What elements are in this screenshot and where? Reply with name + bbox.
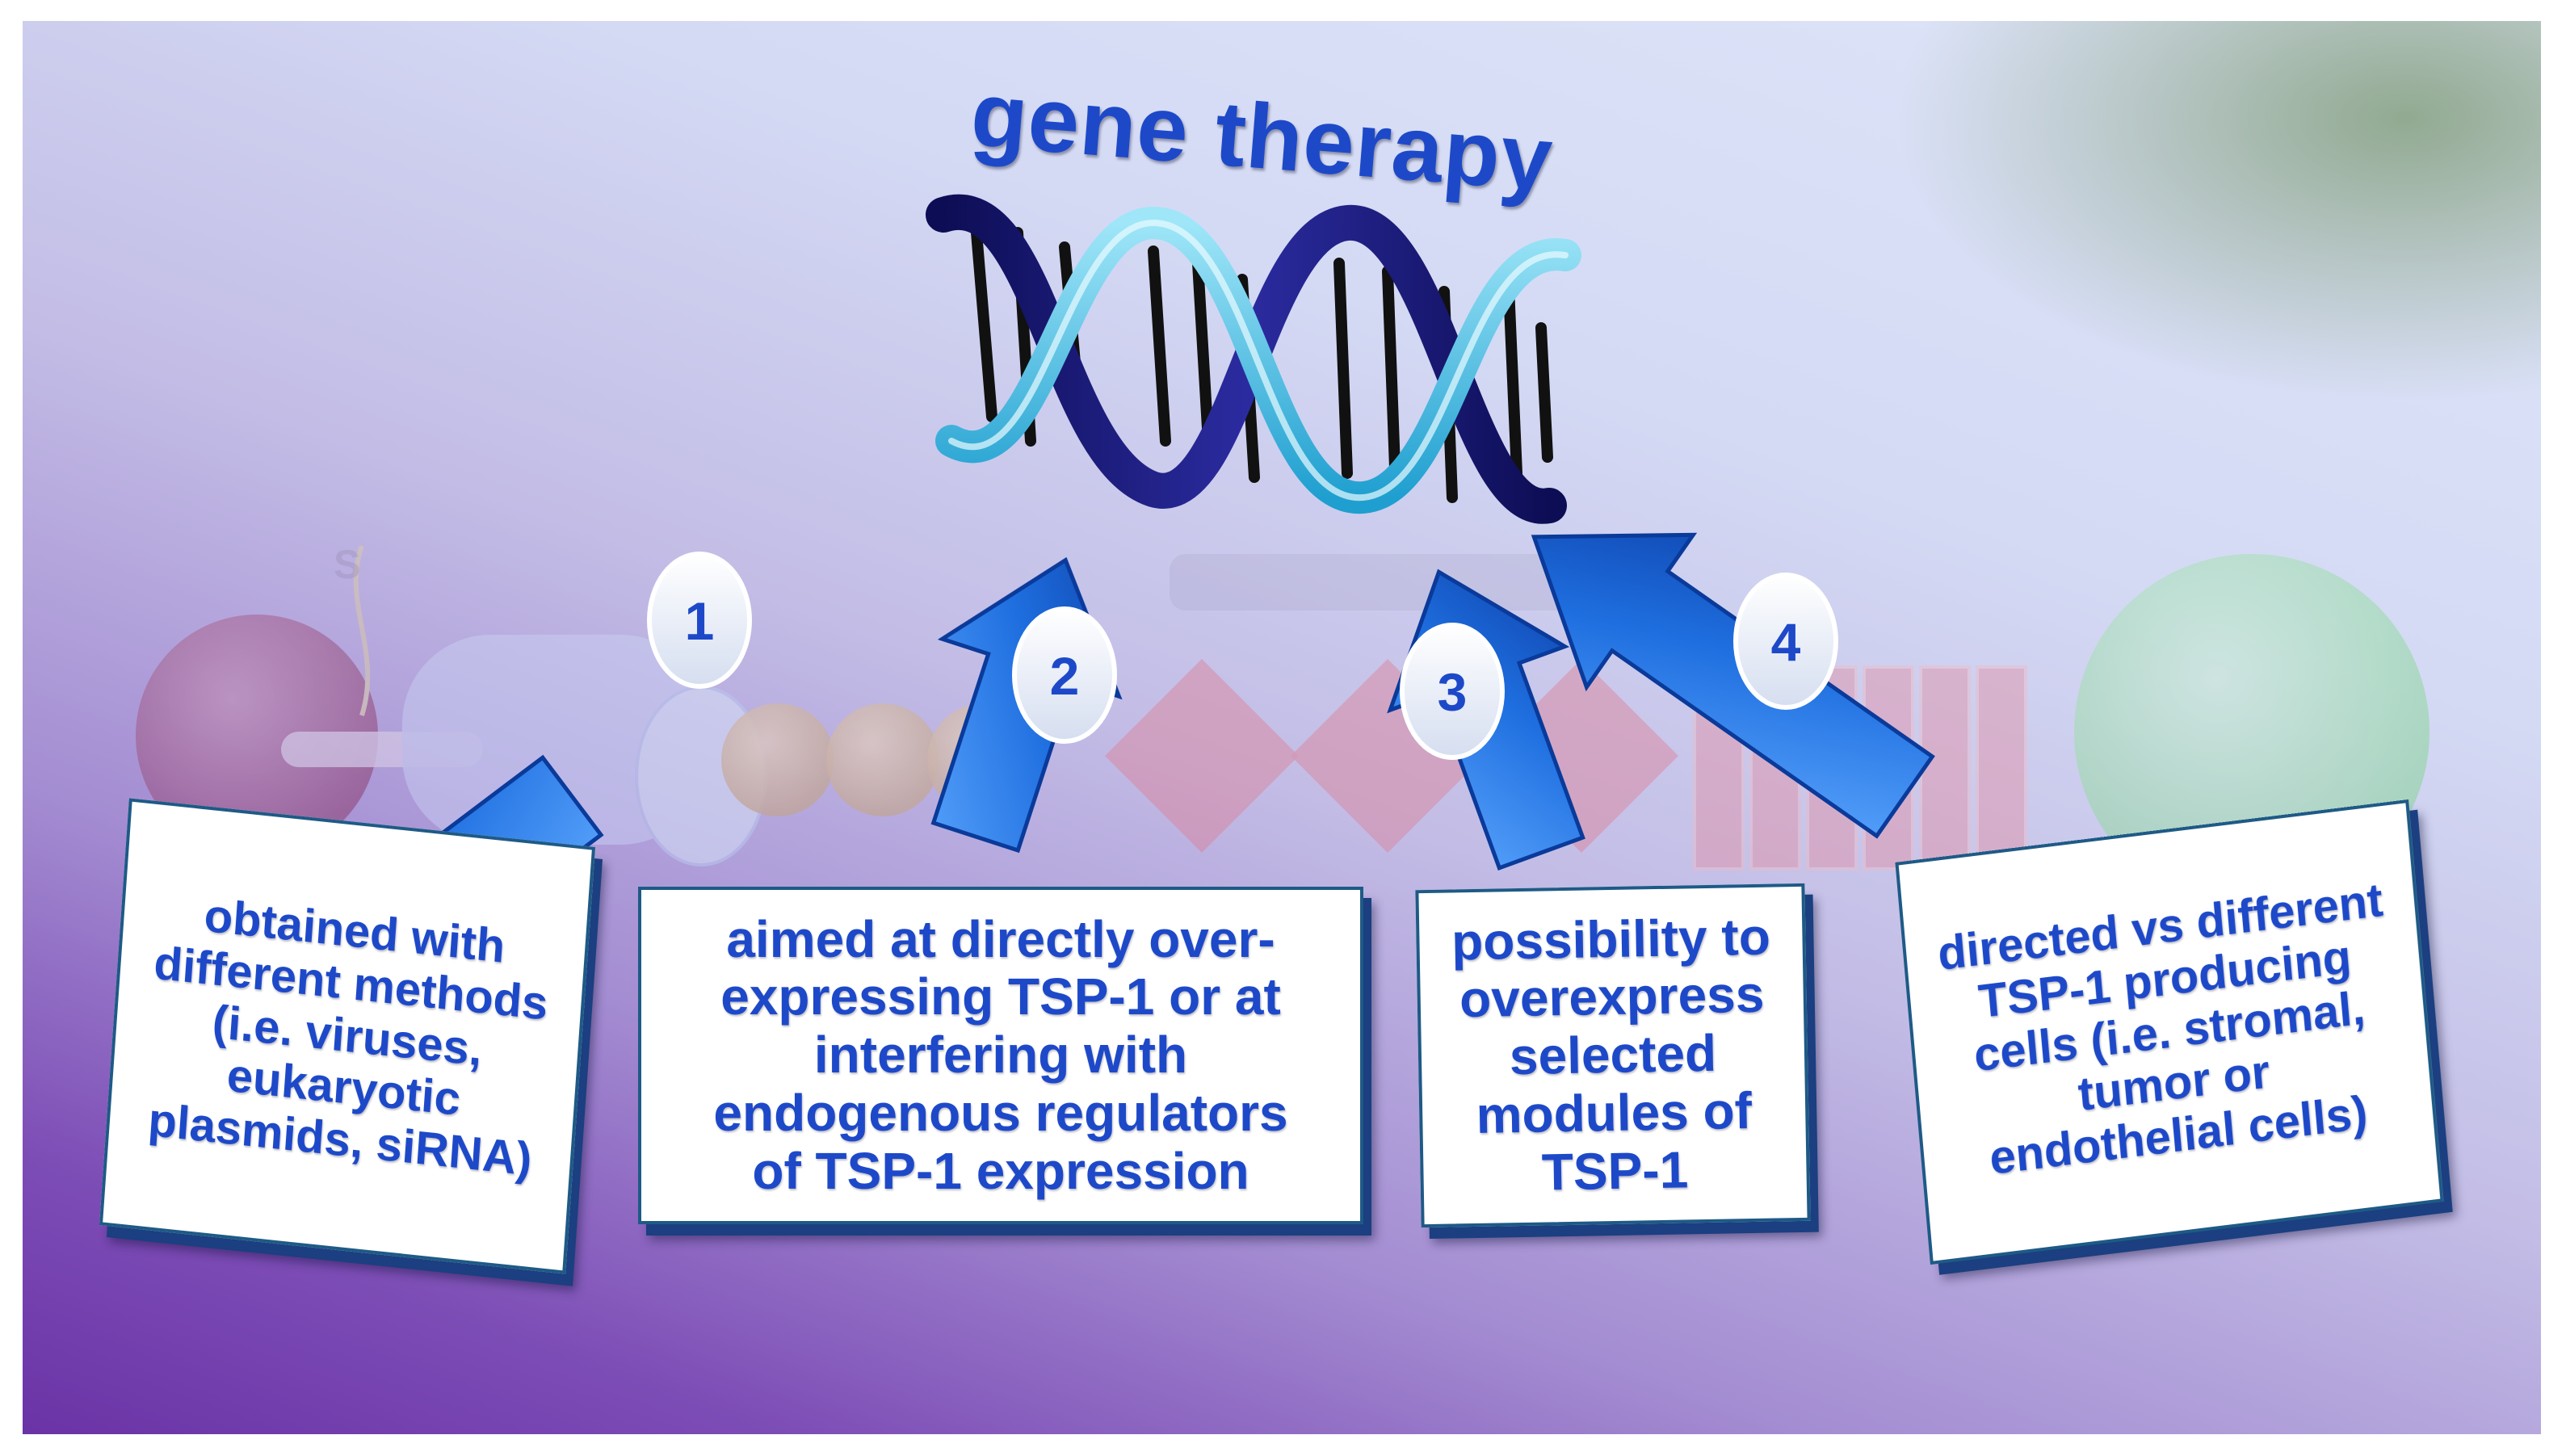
step-badge-4: 4 [1733,573,1838,710]
background-label: S [334,542,360,587]
arrow-4 [1531,532,1935,839]
step-box-4: directed vs different TSP-1 producing ce… [1895,799,2444,1265]
step-number-3: 3 [1438,662,1468,722]
step-box-2: aimed at directly over- expressing TSP-1… [638,887,1363,1224]
step-text-4: directed vs different TSP-1 producing ce… [1935,873,2385,1185]
step-number-2: 2 [1050,646,1080,706]
step-box-1: obtained with different methods (i.e. vi… [99,798,596,1274]
step-badge-3: 3 [1400,623,1505,760]
step-badge-1: 1 [647,552,752,689]
step-badge-2: 2 [1012,606,1117,744]
dna-double-helix-icon [926,194,1581,524]
diagram-canvas: S [23,21,2541,1434]
step-text-3: possibility to overexpress selected modu… [1451,907,1771,1202]
step-text-2: aimed at directly over- expressing TSP-1… [713,909,1288,1200]
step-number-4: 4 [1771,612,1801,672]
step-text-1: obtained with different methods (i.e. vi… [146,888,550,1186]
step-box-3: possibility to overexpress selected modu… [1415,883,1811,1228]
step-number-1: 1 [685,591,715,651]
